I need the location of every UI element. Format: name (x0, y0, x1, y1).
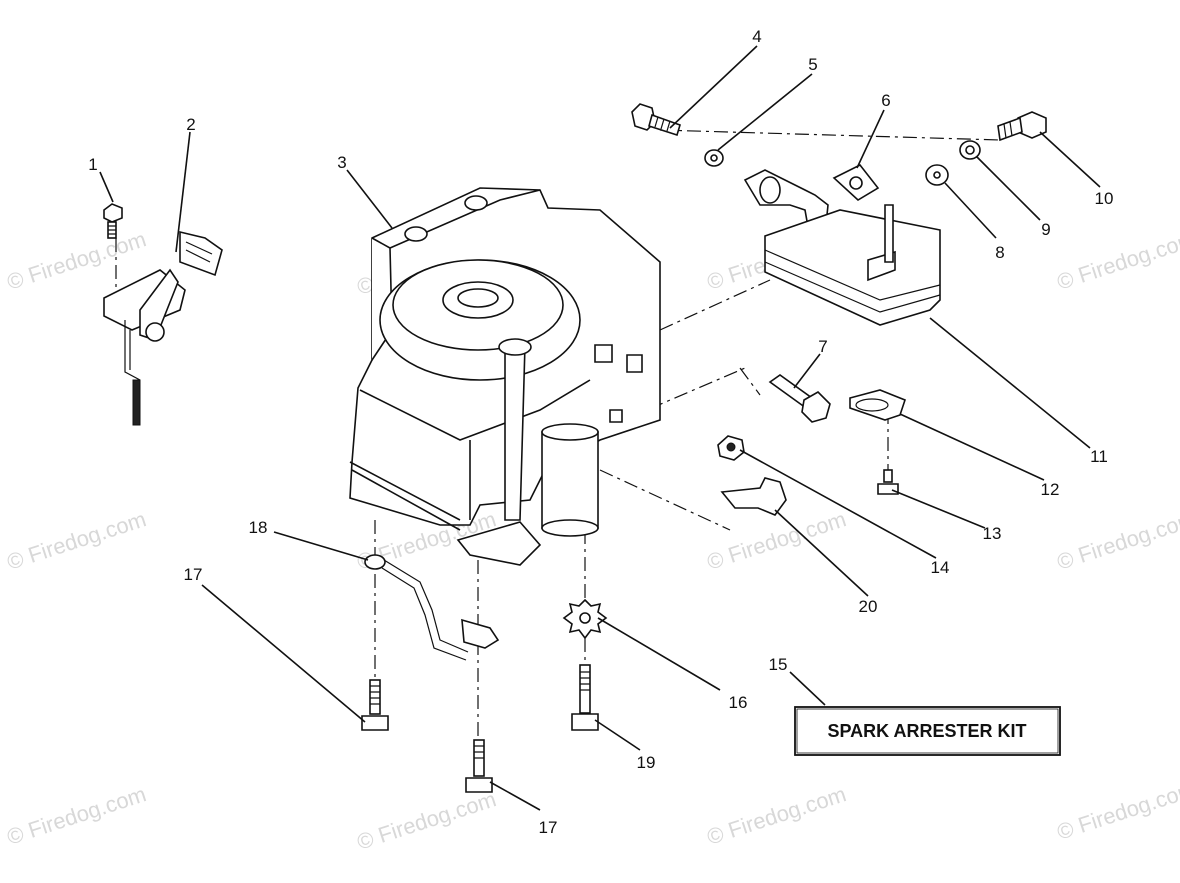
callout-2: 2 (186, 115, 195, 134)
part-20-bracket[interactable] (720, 477, 787, 516)
watermark-1: © Firedog.com (4, 226, 149, 294)
callout-5: 5 (808, 55, 817, 74)
callout-8: 8 (995, 243, 1004, 262)
part-6-gasket[interactable] (832, 163, 880, 201)
part-19-bolt[interactable] (571, 664, 599, 731)
part-17-bolt-left[interactable] (361, 679, 389, 731)
part-3-engine[interactable] (349, 187, 661, 566)
alignment-lines (115, 129, 1001, 745)
part-13-screw[interactable] (877, 469, 899, 495)
watermark-11: © Firedog.com (704, 781, 849, 849)
part-17-bolt-bottom[interactable] (465, 739, 493, 793)
callout-20: 20 (859, 597, 878, 616)
part-14-nut[interactable] (717, 435, 745, 461)
callout-14: 14 (931, 558, 950, 577)
callout-1: 1 (88, 155, 97, 174)
part-5-washer[interactable] (704, 149, 724, 167)
part-8-washer[interactable] (925, 164, 949, 186)
part-9-lock-washer[interactable] (959, 140, 981, 160)
callout-3: 3 (337, 153, 346, 172)
callout-18: 18 (249, 518, 268, 537)
part-4-bolt[interactable] (631, 103, 681, 137)
part-18-drain-tube[interactable] (364, 554, 500, 661)
callout-7: 7 (818, 337, 827, 356)
callout-4: 4 (752, 27, 761, 46)
callout-19: 19 (637, 753, 656, 772)
part-12-spark-arrester-screen[interactable] (849, 389, 906, 421)
watermark-4: © Firedog.com (1054, 226, 1180, 294)
watermark-12: © Firedog.com (1054, 776, 1180, 844)
callout-15: 15 (769, 655, 788, 674)
callout-6: 6 (881, 91, 890, 110)
watermark-8: © Firedog.com (1054, 506, 1180, 574)
callout-13: 13 (983, 524, 1002, 543)
watermark-10: © Firedog.com (354, 786, 499, 854)
spark-arrester-kit-label: SPARK ARRESTER KIT (827, 721, 1026, 741)
callout-12: 12 (1041, 480, 1060, 499)
spark-arrester-kit-box[interactable]: SPARK ARRESTER KIT (794, 706, 1061, 756)
part-10-bolt[interactable] (997, 111, 1047, 142)
watermark-5: © Firedog.com (4, 506, 149, 574)
leader-lines (99, 45, 1101, 811)
part-1-bolt[interactable] (103, 203, 123, 239)
callout-9: 9 (1041, 220, 1050, 239)
part-2-throttle-control[interactable] (103, 230, 223, 426)
callout-17-left: 17 (184, 565, 203, 584)
callout-10: 10 (1095, 189, 1114, 208)
part-7-bolt[interactable] (768, 374, 831, 423)
callout-11: 11 (1090, 447, 1108, 466)
watermark-9: © Firedog.com (4, 781, 149, 849)
callout-numbers: 1 2 3 4 5 6 7 8 9 10 11 12 13 14 15 16 1… (88, 27, 1113, 837)
part-11-muffler[interactable] (764, 204, 941, 326)
watermark-7: © Firedog.com (704, 506, 849, 574)
callout-16: 16 (729, 693, 748, 712)
callout-17-bottom: 17 (539, 818, 558, 837)
part-16-star-washer[interactable] (562, 598, 608, 640)
